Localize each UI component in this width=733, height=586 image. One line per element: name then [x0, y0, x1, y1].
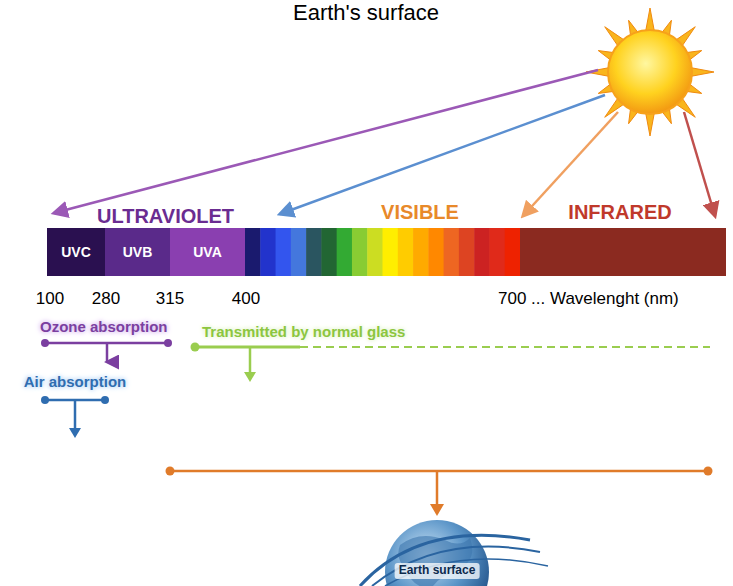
wavelength-tick: 280 [92, 289, 120, 309]
glass-glow [195, 343, 300, 351]
wavelength-tick: 400 [232, 289, 260, 309]
spectrum-segment: UVC [47, 228, 105, 276]
glass-range-dashed [300, 346, 710, 348]
range-dot [191, 343, 200, 352]
visible-spectrum-part [337, 228, 353, 276]
visible-spectrum-part [291, 228, 307, 276]
sun-rays [586, 8, 714, 136]
visible-arrow [523, 112, 618, 216]
range-dot [41, 396, 49, 404]
air-arrow [74, 400, 77, 430]
earth-swoosh [360, 535, 530, 586]
region-name: ULTRAVIOLET [97, 205, 234, 228]
spectrum-segment: UVB [105, 228, 170, 276]
visible-spectrum [245, 228, 521, 276]
sun [608, 30, 692, 114]
visible-spectrum-part [474, 228, 490, 276]
wavelength-tick: 315 [156, 289, 184, 309]
band-name: UVC [61, 244, 91, 260]
uv-arrow [54, 70, 598, 213]
surface-range [170, 470, 708, 473]
range-label: Ozone absorption [40, 318, 168, 335]
visible-spectrum-part [276, 228, 292, 276]
visible-spectrum-part [505, 228, 521, 276]
range-dot [704, 467, 713, 476]
range-dot [166, 467, 175, 476]
visible-spectrum-part [245, 228, 261, 276]
globe-label: Earth surface [395, 563, 480, 579]
band-name: UVA [193, 244, 222, 260]
surface-arrow [436, 471, 439, 506]
earth-swoosh [385, 559, 548, 586]
visible-spectrum-part [352, 228, 368, 276]
band-name: UVB [123, 244, 153, 260]
range-label: Air absorption [24, 373, 127, 390]
range-label: Transmitted by normal glass [202, 323, 405, 340]
arrow-head [69, 428, 81, 438]
infrared-arrow [684, 112, 715, 216]
axis-title: 700 ... Wavelenght (nm) [498, 289, 679, 309]
arrow-head [430, 504, 444, 516]
visible-spectrum-part [459, 228, 475, 276]
arrow-head [244, 372, 256, 382]
range-dot [41, 339, 49, 347]
visible-spectrum-part [398, 228, 414, 276]
range-dot [101, 396, 109, 404]
glass-arrow [249, 347, 252, 374]
visible-spectrum-part [321, 228, 337, 276]
diagram-title: Earth's surface [293, 0, 439, 25]
region-name: INFRARED [568, 201, 671, 224]
ozone-arrow [106, 343, 109, 362]
visible-spectrum-part [383, 228, 399, 276]
uva-arrow [280, 95, 605, 214]
visible-spectrum-part [444, 228, 460, 276]
wavelength-tick: 100 [36, 289, 64, 309]
visible-spectrum-part [306, 228, 322, 276]
visible-spectrum-part [367, 228, 383, 276]
visible-spectrum-part [260, 228, 276, 276]
glass-range [195, 346, 300, 349]
visible-spectrum-part [413, 228, 429, 276]
visible-spectrum-part [489, 228, 505, 276]
range-dot [164, 339, 172, 347]
region-name: VISIBLE [381, 201, 459, 224]
visible-spectrum-part [428, 228, 444, 276]
spectrum-segment: UVA [170, 228, 245, 276]
infrared-band [520, 228, 726, 276]
